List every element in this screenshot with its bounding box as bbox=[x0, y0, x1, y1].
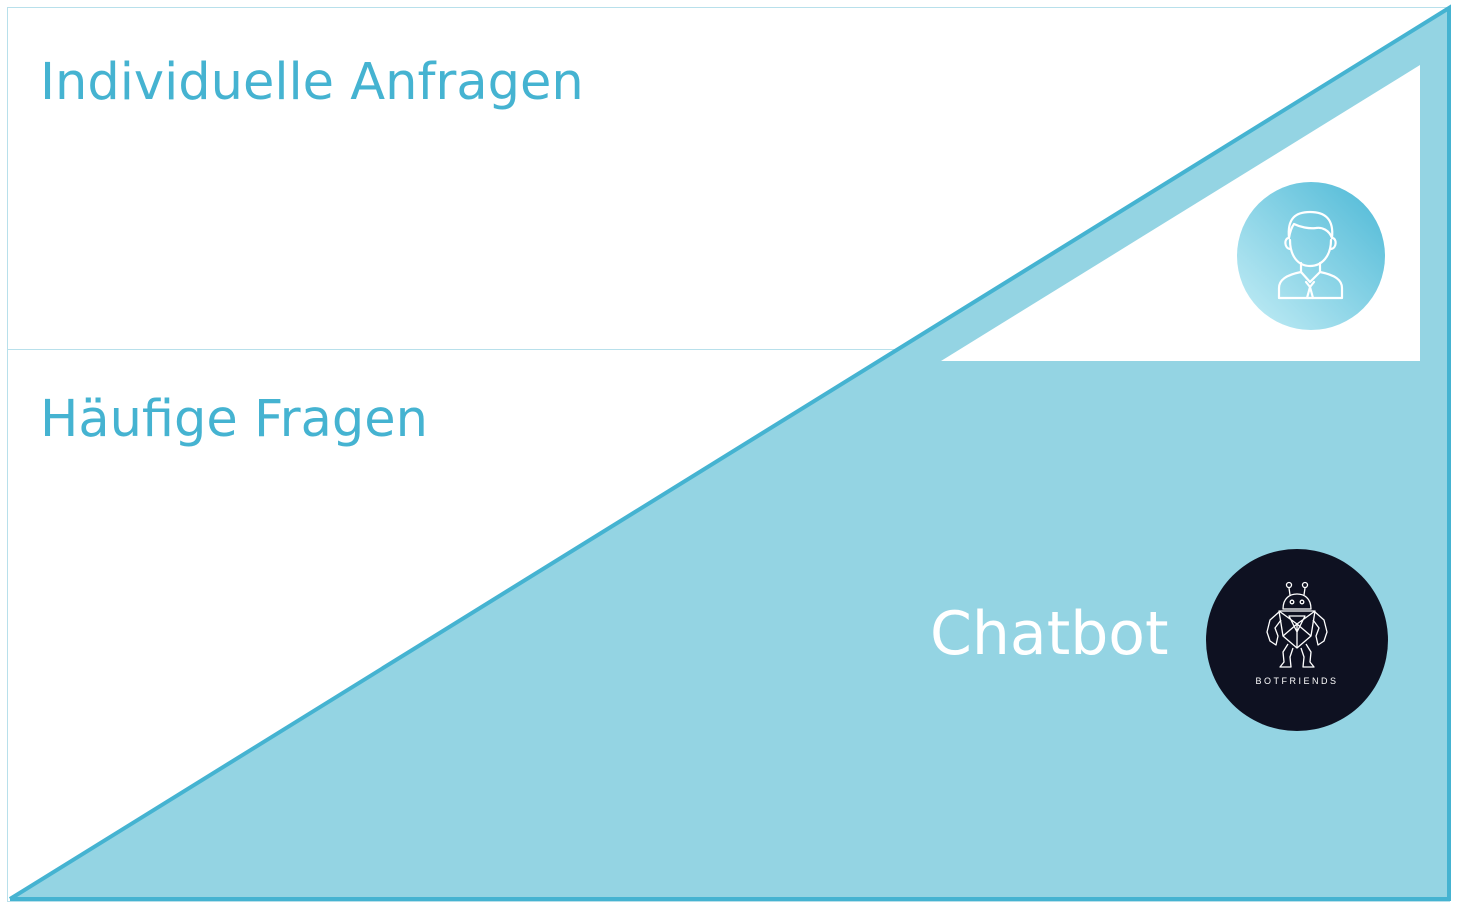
robot-avatar bbox=[1206, 549, 1388, 731]
person-face bbox=[1288, 238, 1333, 268]
robot-eye-right bbox=[1299, 599, 1305, 605]
agent-avatar bbox=[1237, 182, 1385, 330]
robot-arm-left bbox=[1266, 611, 1282, 646]
robot-leg-left bbox=[1279, 643, 1294, 668]
robot-head bbox=[1282, 593, 1312, 610]
person-neck bbox=[1299, 261, 1322, 274]
robot-arm-right bbox=[1312, 611, 1328, 646]
brand-logo-text: BOTFRIENDS bbox=[1255, 676, 1339, 686]
chatbot-label: Chatbot bbox=[930, 599, 1169, 669]
robot-antenna-stems bbox=[1288, 587, 1306, 596]
person-shoulders bbox=[1277, 270, 1344, 300]
robot-eye-left bbox=[1289, 599, 1295, 605]
person-ear-right bbox=[1329, 236, 1337, 251]
person-hair bbox=[1287, 210, 1334, 240]
frequent-questions-label: Häufige Fragen bbox=[40, 390, 428, 449]
robot-icon bbox=[1266, 581, 1328, 668]
agent-circle bbox=[1237, 182, 1385, 330]
robot-leg-right bbox=[1300, 643, 1315, 668]
person-tie bbox=[1304, 280, 1316, 300]
triangle-outline bbox=[8, 4, 1451, 901]
person-tie-icon bbox=[1277, 210, 1344, 300]
person-ear-left bbox=[1284, 236, 1292, 251]
individual-requests-label: Individuelle Anfragen bbox=[40, 53, 584, 112]
robot-torso-facets bbox=[1278, 610, 1316, 648]
robot-antenna-right bbox=[1301, 581, 1309, 589]
robot-torso bbox=[1278, 610, 1316, 649]
robot-antenna-left bbox=[1285, 581, 1293, 589]
